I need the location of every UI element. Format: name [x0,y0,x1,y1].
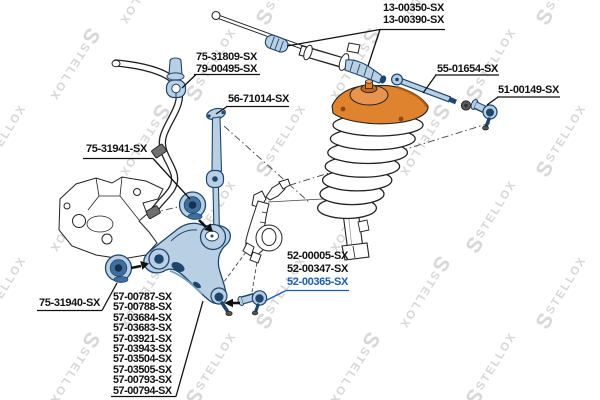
part-number-group-control-arm: 57-00787-SX 57-00788-SX 57-03684-SX 57-0… [113,291,172,397]
part-number: 57-00794-SX [113,384,172,397]
part-number-group-stabilizer-mount: 75-31809-SX 79-00495-SX [196,51,257,75]
part-number-tie-rod-end: 51-00149-SX [498,84,559,96]
tie-rod [391,73,457,105]
strut-assembly [316,79,429,261]
part-number-group-ball-joint: 52-00005-SX 52-00347-SX 52-00365-SX [287,250,348,289]
arm-bushing-rear [178,191,207,220]
part-number-bushing-rear: 75-31941-SX [86,143,147,155]
part-number: 52-00347-SX [287,263,348,275]
part-number-group-steering-rack: 13-00350-SX 13-00390-SX [383,2,444,26]
arm-ball-joint [210,287,233,317]
strut-top-mount [331,79,429,125]
assembly-arrows [130,219,240,308]
part-number: 13-00390-SX [383,14,444,26]
coil-spring [316,113,424,220]
part-number-stabilizer-link: 56-71014-SX [228,93,289,105]
part-number-tie-rod: 55-01654-SX [437,63,498,75]
ball-joint-replacement [237,290,268,316]
part-number: 75-31809-SX [196,51,257,63]
part-number: 57-03943-SX [113,343,172,356]
part-number: 57-03684-SX [113,311,172,324]
part-number: 57-00788-SX [113,301,172,314]
tie-rod-end [470,99,498,131]
rack-bellows-boot [344,59,387,84]
steering-knuckle [242,178,291,264]
part-number: 57-03504-SX [113,353,172,366]
part-number: 57-03921-SX [113,332,172,345]
part-number: 57-03683-SX [113,322,172,335]
part-number: 13-00350-SX [383,2,444,14]
stabilizer-bushing [165,79,187,99]
subframe [58,176,164,260]
highlight-leader-line [264,289,349,302]
leader-lines [37,28,560,398]
part-number-link-highlighted[interactable]: 52-00365-SX [287,276,348,288]
part-number-bushing-front: 75-31940-SX [39,297,100,309]
control-arm [143,222,233,317]
steering-rack [211,10,387,84]
rack-boot-small [264,34,289,53]
stabilizer-clamp [166,57,185,81]
part-number: 52-00005-SX [287,250,348,262]
part-number: 57-00793-SX [113,374,172,387]
part-number: 57-03505-SX [113,363,172,376]
lock-nut [460,100,472,111]
part-number: 79-00495-SX [196,63,257,75]
part-number: 57-00787-SX [113,291,172,303]
arm-bushing-front [104,254,133,283]
